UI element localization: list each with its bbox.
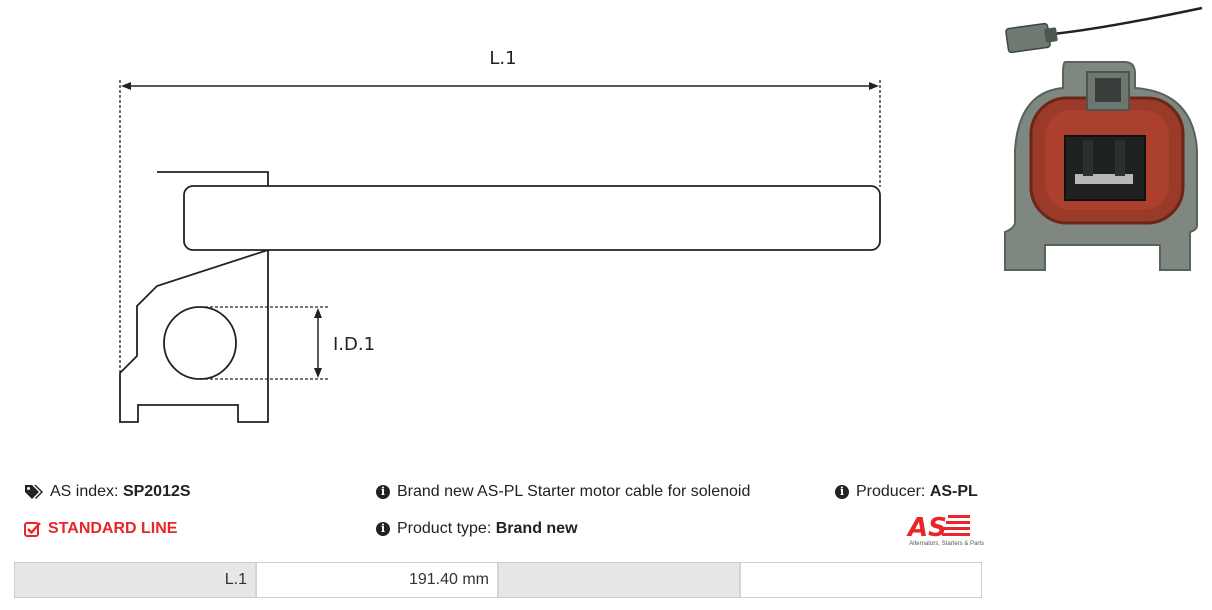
logo-tagline: Alternators, Starters & Parts (909, 541, 984, 547)
cable-body (183, 185, 881, 251)
standard-line-label: STANDARD LINE (48, 520, 178, 537)
product-type-label: Product type: (397, 520, 492, 537)
small-connector-tail (1044, 27, 1058, 43)
l1-label: L.1 (489, 48, 516, 69)
spec-param-cell-2 (499, 563, 741, 597)
as-index-label: AS index: (50, 483, 119, 500)
info-circle-icon: i (835, 485, 849, 499)
terminal-hole (163, 306, 237, 380)
connector-latch-slot (1095, 78, 1121, 102)
connector-socket-rib (1083, 140, 1093, 176)
as-index-line: AS index: SP2012S (24, 483, 191, 501)
spec-value-cell: 191.40 mm (257, 563, 499, 597)
info-circle-icon: i (376, 522, 390, 536)
product-type-value: Brand new (495, 520, 578, 537)
as-index-value: SP2012S (122, 483, 191, 500)
l1-arrow-right (869, 82, 879, 90)
id1-arrow-bottom (314, 368, 322, 378)
info-circle-icon: i (376, 485, 390, 499)
as-logo: AS Alternators, Starters & Parts (888, 510, 984, 550)
wire (1052, 6, 1203, 36)
producer-label: Producer: (856, 483, 926, 500)
tags-icon (24, 484, 43, 500)
check-square-icon (24, 521, 41, 537)
terminal-outline (119, 171, 269, 423)
connector-pin (1075, 174, 1133, 184)
connector-socket (1064, 135, 1146, 201)
svg-text:AS: AS (906, 513, 947, 542)
product-type-line: i Product type: Brand new (376, 520, 578, 538)
producer-value: AS-PL (929, 483, 978, 500)
spec-param-cell: L.1 (15, 563, 257, 597)
description-line: i Brand new AS-PL Starter motor cable fo… (376, 483, 750, 501)
spec-value-cell-2 (741, 563, 981, 597)
id1-label: I.D.1 (333, 334, 375, 355)
id1-arrow-top (314, 308, 322, 318)
small-connector (1005, 22, 1051, 54)
product-description: Brand new AS-PL Starter motor cable for … (397, 483, 751, 500)
l1-arrow-left (121, 82, 131, 90)
producer-line: i Producer: AS-PL (835, 483, 978, 501)
standard-line-badge: STANDARD LINE (24, 520, 177, 538)
product-photo (1004, 6, 1203, 271)
spec-table: L.1 191.40 mm (14, 562, 982, 598)
technical-drawing: L.1 I.D.1 (119, 48, 881, 423)
connector-socket-rib (1115, 140, 1125, 176)
